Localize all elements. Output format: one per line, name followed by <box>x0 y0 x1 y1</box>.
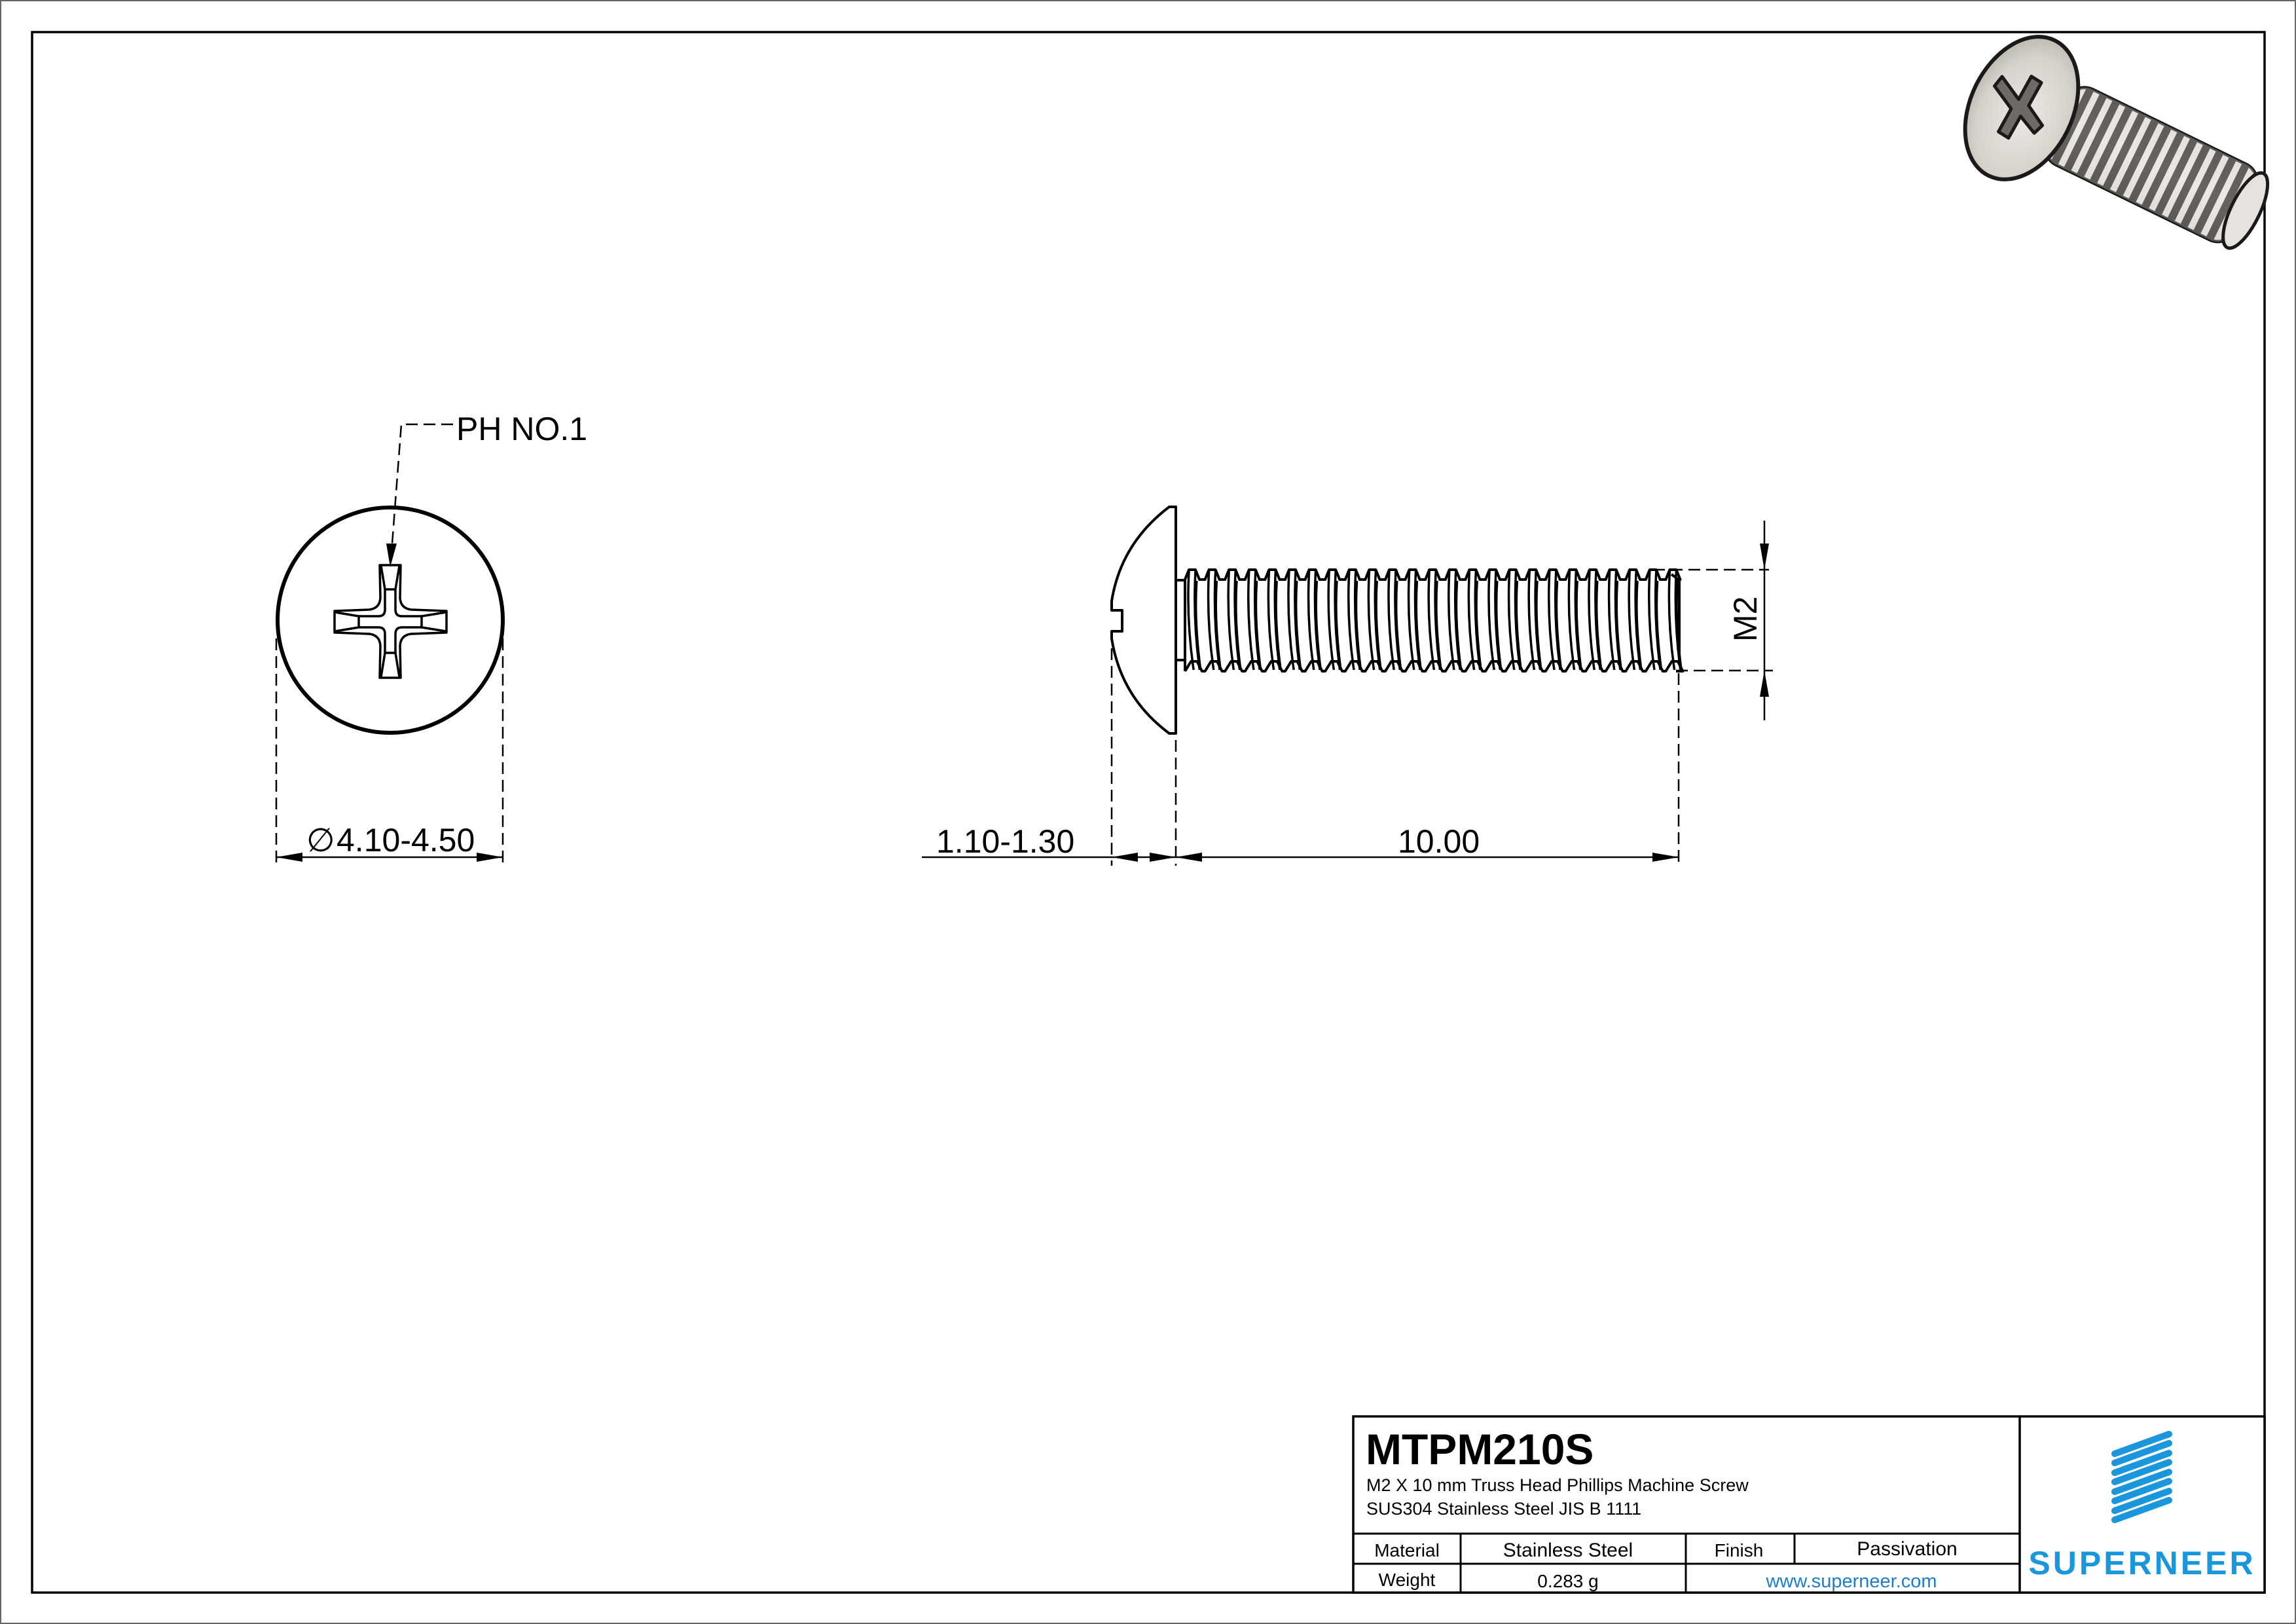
length-dimension-text: 10.00 <box>1398 823 1480 860</box>
finish-value: Passivation <box>1857 1538 1957 1560</box>
length-dimensions <box>922 648 1680 866</box>
phillips-recess-icon <box>333 564 448 679</box>
website-link[interactable]: www.superneer.com <box>1765 1571 1937 1592</box>
thread-size-text: M2 <box>1727 597 1764 642</box>
head-height-dimension-text: 1.10-1.30 <box>936 823 1074 860</box>
weight-label: Weight <box>1379 1570 1436 1590</box>
brand-name: SUPERNEER <box>2028 1545 2255 1581</box>
phillips-callout-leader <box>386 423 453 567</box>
thread-size-dimension <box>1653 521 1773 720</box>
part-number: MTPM210S <box>1366 1425 1594 1473</box>
weight-value: 0.283 g <box>1537 1571 1598 1591</box>
phillips-size-callout: PH NO.1 <box>456 411 587 447</box>
head-outline <box>276 506 505 735</box>
diameter-dimension <box>275 638 504 866</box>
title-block <box>1352 1415 2266 1594</box>
part-description: M2 X 10 mm Truss Head Phillips Machine S… <box>1366 1475 1749 1495</box>
material-label: Material <box>1374 1540 1440 1560</box>
diameter-dimension-text: 4.10-4.50 <box>337 822 475 858</box>
thread-profile <box>1184 568 1685 673</box>
diameter-symbol: ∅ <box>306 822 335 858</box>
screw-side-view <box>1110 506 1685 735</box>
material-value: Stainless Steel <box>1503 1540 1633 1561</box>
superneer-logo-icon <box>2111 1431 2172 1523</box>
screw-3d-render <box>1963 35 2270 250</box>
part-specification: SUS304 Stainless Steel JIS B 1111 <box>1366 1499 1641 1519</box>
finish-label: Finish <box>1715 1540 1764 1560</box>
head-top-view: PH NO.1 ∅ 4.10-4.50 <box>275 411 587 866</box>
truss-head-profile <box>1110 506 1177 735</box>
inner-frame <box>31 31 2266 1594</box>
